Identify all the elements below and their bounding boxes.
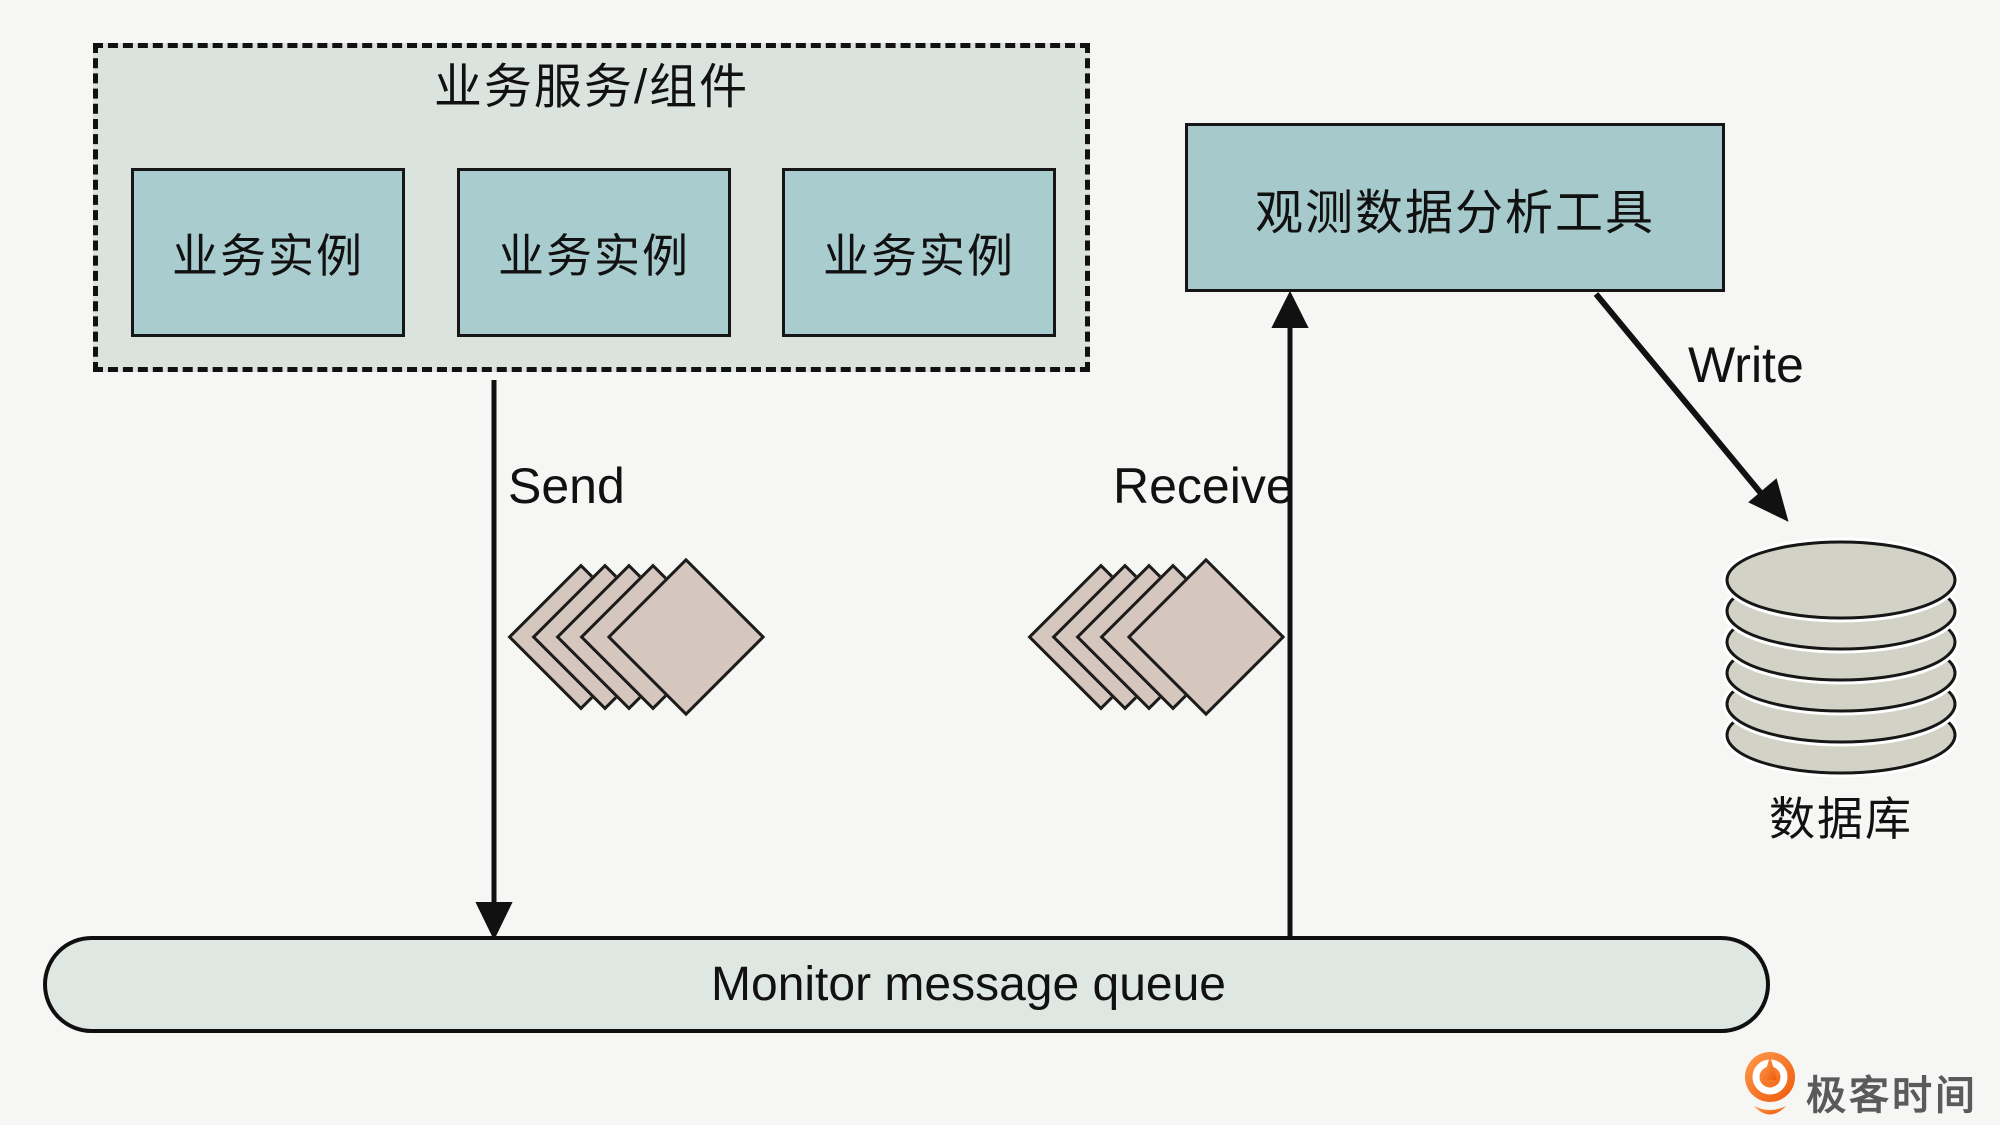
geektime-logo-icon bbox=[1745, 1052, 1795, 1115]
database-icon bbox=[1722, 537, 1960, 778]
business-instance-box-2: 业务实例 bbox=[457, 168, 731, 337]
receive-arrow-icon bbox=[1271, 290, 1309, 936]
business-group-title: 业务服务/组件 bbox=[433, 61, 750, 114]
database-label: 数据库 bbox=[1769, 793, 1913, 845]
business-instance-label: 业务实例 bbox=[172, 229, 364, 282]
send-label: Send bbox=[508, 458, 625, 514]
analysis-tool-box: 观测数据分析工具 bbox=[1185, 123, 1725, 292]
business-instance-label: 业务实例 bbox=[823, 229, 1015, 282]
business-instance-label: 业务实例 bbox=[498, 229, 690, 282]
business-instance-box-3: 业务实例 bbox=[782, 168, 1056, 337]
send-arrow-icon bbox=[475, 380, 513, 941]
business-instance-box-1: 业务实例 bbox=[131, 168, 405, 337]
geektime-logo-text: 极客时间 bbox=[1806, 1074, 1978, 1118]
analysis-tool-label: 观测数据分析工具 bbox=[1254, 186, 1655, 240]
monitor-queue-bar: Monitor message queue bbox=[43, 936, 1770, 1033]
receive-label: Receive bbox=[1113, 458, 1294, 514]
write-label: Write bbox=[1688, 337, 1804, 393]
monitor-queue-label: Monitor message queue bbox=[711, 958, 1226, 1011]
write-arrow-icon bbox=[1593, 292, 1789, 522]
